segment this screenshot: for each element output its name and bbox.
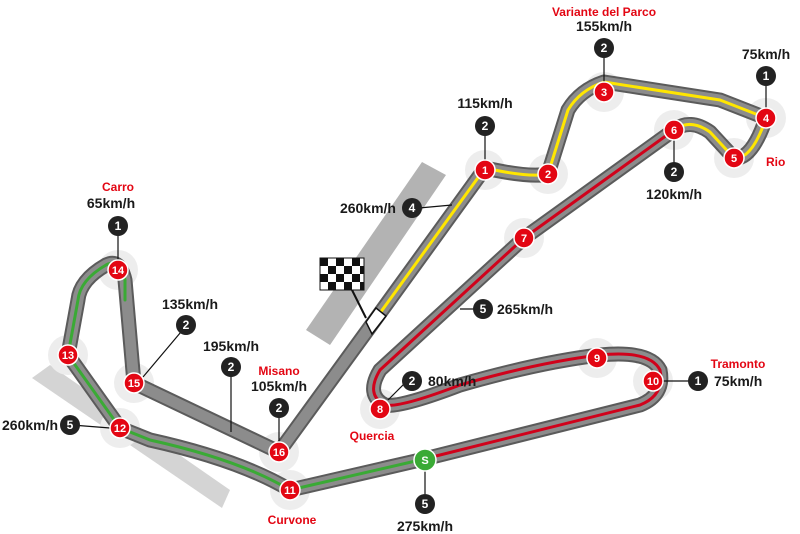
svg-text:2: 2	[601, 41, 608, 55]
corner-7-marker[interactable]: 7	[513, 227, 535, 249]
gear-badge-corner-1: 2	[475, 116, 495, 136]
svg-text:9: 9	[594, 353, 600, 365]
gear-badge-straight-15-16: 2	[221, 357, 241, 377]
speed-corner-15: 135km/h	[162, 296, 218, 312]
svg-text:2: 2	[228, 360, 235, 374]
corner-16-marker[interactable]: 16	[268, 441, 290, 463]
gear-badge-straight-back: 5	[473, 299, 493, 319]
corner-names: Variante del Parco Rio Quercia Tramonto …	[102, 5, 785, 527]
corner-4-marker[interactable]: 4	[755, 107, 777, 129]
speed-trap-speed: 275km/h	[397, 518, 453, 534]
speed-corner-14: 65km/h	[87, 195, 135, 211]
name-corner-16: Misano	[258, 364, 299, 378]
speed-corner-6: 120km/h	[646, 186, 702, 202]
speed-labels: 115km/h 155km/h 75km/h 120km/h 80km/h 75…	[2, 18, 790, 534]
svg-text:10: 10	[647, 376, 659, 388]
name-corner-4: Rio	[766, 155, 785, 169]
svg-text:12: 12	[114, 423, 126, 435]
gear-badge-corner-6: 2	[664, 162, 684, 182]
speed-corner-10: 75km/h	[714, 373, 762, 389]
gear-badge-corner-15: 2	[176, 315, 196, 335]
svg-text:8: 8	[377, 404, 383, 416]
svg-text:16: 16	[273, 447, 285, 459]
svg-text:2: 2	[671, 165, 678, 179]
svg-text:1: 1	[695, 374, 702, 388]
svg-text:2: 2	[545, 169, 551, 181]
speed-straight-back: 265km/h	[497, 301, 553, 317]
svg-text:2: 2	[482, 119, 489, 133]
speed-corner-16: 105km/h	[251, 378, 307, 394]
corner-6-marker[interactable]: 6	[663, 119, 685, 141]
corner-3-marker[interactable]: 3	[593, 81, 615, 103]
name-corner-11: Curvone	[268, 513, 317, 527]
svg-text:15: 15	[128, 378, 140, 390]
gear-badge-corner-14: 1	[108, 216, 128, 236]
corner-markers: 1 2 3 4 5 6 7 8 9 10 11 12 13 14 15 16 S	[57, 81, 777, 501]
corner-12-marker[interactable]: 12	[109, 417, 131, 439]
corner-5-marker[interactable]: 5	[723, 147, 745, 169]
svg-text:11: 11	[284, 485, 296, 497]
corner-8-marker[interactable]: 8	[369, 398, 391, 420]
corner-14-marker[interactable]: 14	[107, 259, 129, 281]
svg-text:13: 13	[62, 350, 74, 362]
svg-text:7: 7	[521, 233, 527, 245]
svg-text:2: 2	[276, 401, 283, 415]
svg-text:1: 1	[482, 165, 488, 177]
gear-badge-corner-10: 1	[688, 371, 708, 391]
gear-badge-straight-start: 4	[402, 198, 422, 218]
corner-10-marker[interactable]: 10	[642, 370, 664, 392]
speed-corner-8: 80km/h	[428, 373, 476, 389]
gear-badge-speed-trap: 5	[415, 494, 435, 514]
svg-text:2: 2	[183, 318, 190, 332]
corner-15-marker[interactable]: 15	[123, 372, 145, 394]
svg-text:S: S	[421, 455, 428, 467]
name-corner-14: Carro	[102, 180, 134, 194]
svg-text:5: 5	[67, 418, 74, 432]
corner-2-marker[interactable]: 2	[537, 163, 559, 185]
speed-corner-1: 115km/h	[457, 95, 512, 111]
track-body	[60, 74, 774, 498]
speed-corner-4: 75km/h	[742, 46, 790, 62]
name-corner-10: Tramonto	[711, 357, 766, 371]
corner-9-marker[interactable]: 9	[586, 347, 608, 369]
corner-11-marker[interactable]: 11	[279, 479, 301, 501]
gear-badge-corner-4: 1	[756, 66, 776, 86]
svg-text:2: 2	[409, 374, 416, 388]
svg-text:5: 5	[480, 302, 487, 316]
name-corner-3: Variante del Parco	[552, 5, 656, 19]
svg-text:1: 1	[115, 219, 122, 233]
svg-text:1: 1	[763, 69, 770, 83]
corner-1-marker[interactable]: 1	[474, 159, 496, 181]
svg-text:4: 4	[409, 201, 416, 215]
gear-badge-corner-3: 2	[594, 38, 614, 58]
gear-badges: 2 2 1 2 2 1 5 1 2 2 4 5 2 5	[60, 38, 776, 514]
svg-text:4: 4	[763, 113, 770, 125]
svg-text:5: 5	[422, 497, 429, 511]
corner-13-marker[interactable]: 13	[57, 344, 79, 366]
svg-text:5: 5	[731, 153, 737, 165]
svg-text:6: 6	[671, 125, 677, 137]
speed-straight-15-16: 195km/h	[203, 338, 259, 354]
speed-corner-3: 155km/h	[576, 18, 632, 34]
speed-corner-12: 260km/h	[2, 417, 58, 433]
speed-trap-marker[interactable]: S	[413, 448, 437, 472]
gear-badge-corner-16: 2	[269, 398, 289, 418]
svg-text:3: 3	[601, 87, 607, 99]
gear-badge-corner-12: 5	[60, 415, 80, 435]
gear-badge-corner-8: 2	[402, 371, 422, 391]
speed-straight-start: 260km/h	[340, 200, 396, 216]
name-corner-8: Quercia	[350, 429, 395, 443]
svg-text:14: 14	[112, 265, 125, 277]
checkered-flag-icon	[319, 257, 388, 336]
